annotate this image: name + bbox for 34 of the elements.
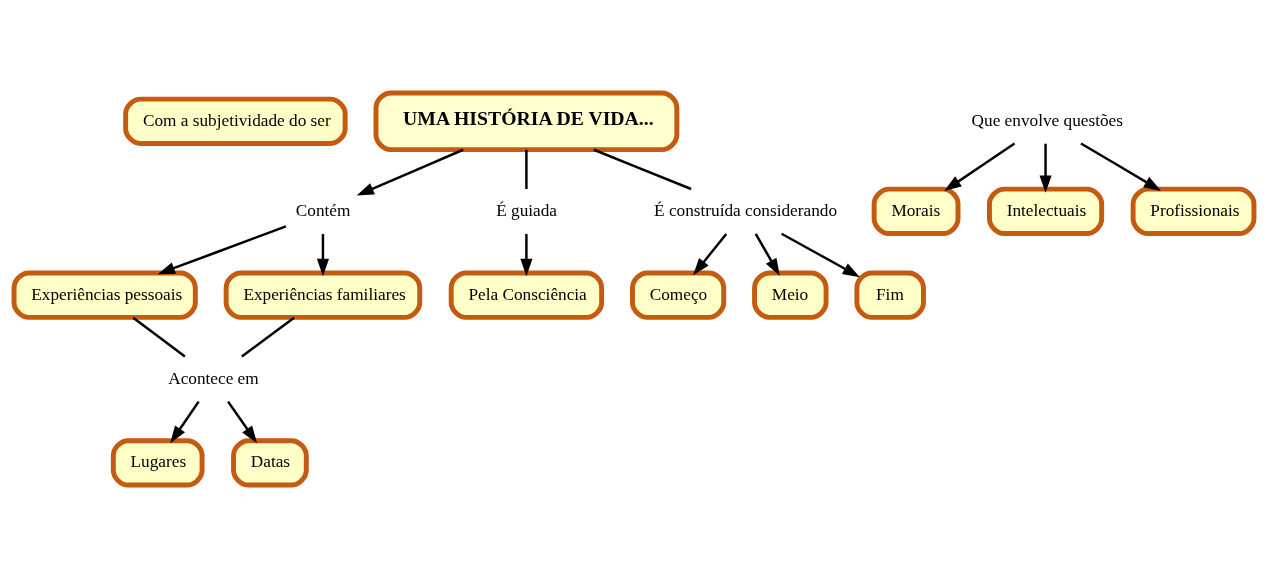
node-box: Profissionais [1130, 186, 1257, 236]
node-box: UMA HISTÓRIA DE VIDA... [373, 90, 680, 153]
arrow [520, 233, 533, 277]
node-box: Com a subjetividade do ser [123, 96, 348, 146]
arrow [356, 148, 464, 196]
arrow [781, 232, 860, 278]
arrow [316, 233, 329, 277]
arrow [1080, 142, 1162, 191]
connector [593, 148, 692, 191]
node-box: Começo [630, 270, 727, 320]
node-box: Morais [871, 186, 961, 236]
node-box: Lugares [110, 438, 205, 488]
arrow [170, 400, 200, 444]
arrow [157, 225, 287, 275]
arrow [693, 233, 728, 276]
node-box: Experiências pessoais [11, 270, 198, 320]
arrow [227, 400, 258, 444]
arrow [1039, 143, 1052, 193]
arrow [944, 142, 1016, 192]
node-box: Experiências familiares [223, 270, 423, 320]
node-box: Fim [854, 270, 926, 320]
arrow [754, 233, 780, 276]
node-text: É construída considerando [654, 200, 838, 220]
node-box: Intelectuais [987, 186, 1105, 236]
node-box: Meio [752, 270, 829, 320]
node-box: Pela Consciência [448, 270, 605, 320]
node-text: Acontece em [168, 368, 259, 388]
node-text: É guiada [496, 200, 558, 220]
connector [525, 149, 528, 189]
node-text: Que envolve questões [971, 110, 1123, 130]
connector [132, 316, 186, 358]
connector [241, 316, 295, 358]
node-text: Contém [295, 200, 351, 220]
node-box: Datas [231, 438, 309, 488]
